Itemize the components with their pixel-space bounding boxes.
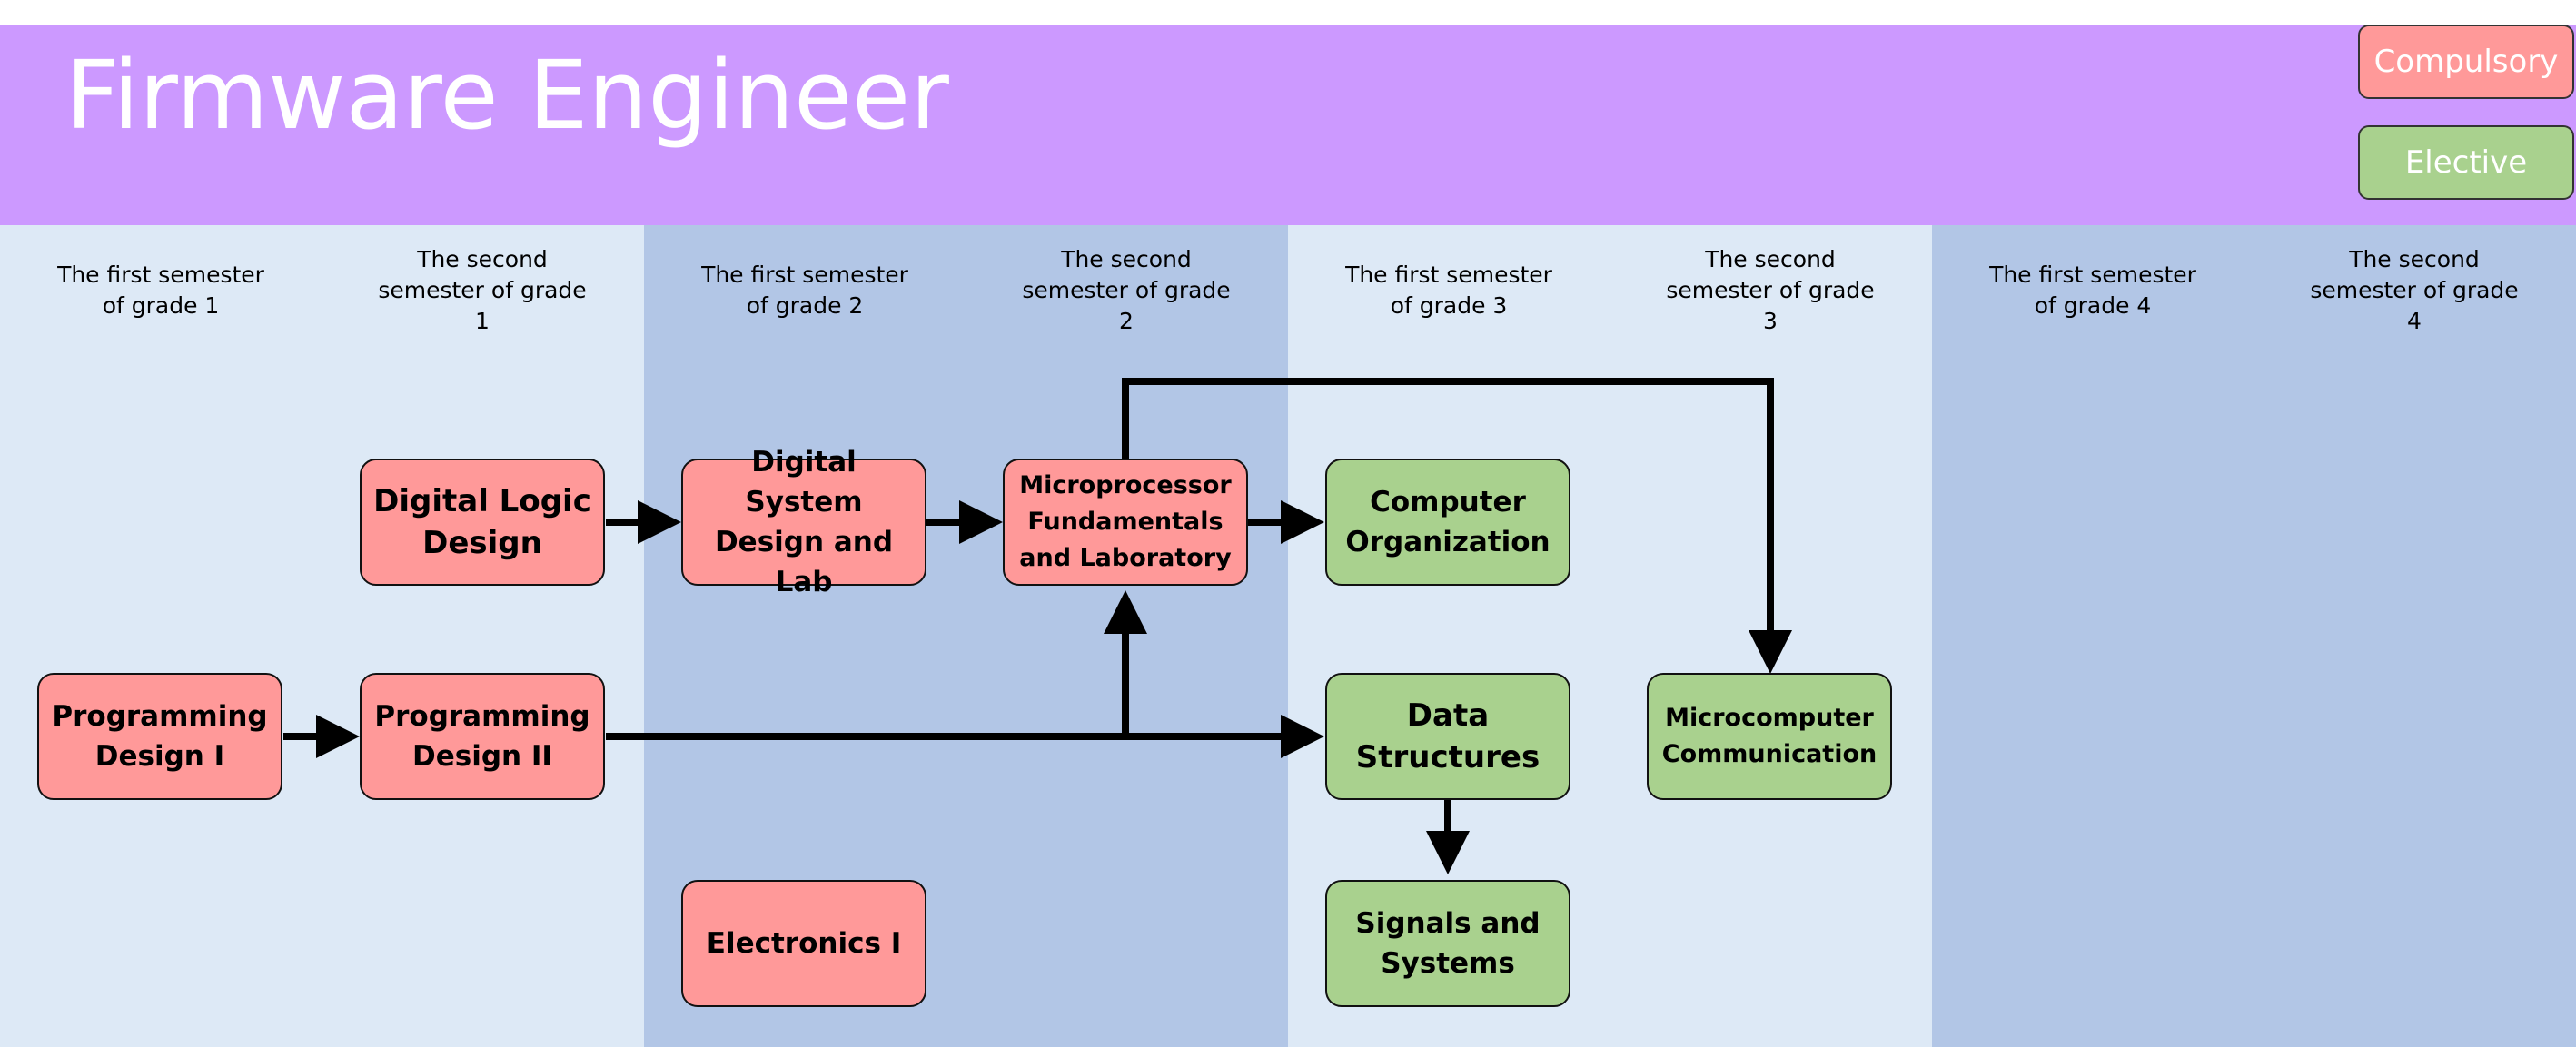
- semester-label-grade4-second: The second semester of grade 4: [2310, 246, 2519, 334]
- legend-elective: Elective: [2358, 125, 2574, 200]
- course-computer-organization: Computer Organization: [1325, 459, 1570, 586]
- course-digital-system-design-and-lab: Digital System Design and Lab: [681, 446, 926, 598]
- semester-label-grade1-first: The first semester of grade 1: [57, 262, 264, 319]
- semester-label-grade2-first: The first semester of grade 2: [701, 262, 908, 319]
- page-title: Firmware Engineer: [65, 40, 949, 151]
- semester-label-grade3-first: The first semester of grade 3: [1345, 262, 1552, 319]
- course-programming-design-1: Programming Design I: [37, 673, 282, 800]
- course-programming-design-2: Programming Design II: [360, 673, 605, 800]
- course-electronics-1: Electronics I: [681, 880, 926, 1007]
- year-4-column: [1932, 225, 2576, 1047]
- year-1-column: [0, 225, 644, 1047]
- course-microprocessor-fundamentals: Microprocessor Fundamentals and Laborato…: [1003, 459, 1248, 586]
- semester-label-grade4-first: The first semester of grade 4: [1989, 262, 2196, 319]
- course-signals-and-systems: Signals and Systems: [1325, 880, 1570, 1007]
- course-data-structures: Data Structures: [1325, 673, 1570, 800]
- semester-label-grade1-second: The second semester of grade 1: [378, 246, 587, 334]
- semester-label-grade2-second: The second semester of grade 2: [1022, 246, 1231, 334]
- header-band: [0, 25, 2576, 225]
- legend-compulsory: Compulsory: [2358, 25, 2574, 99]
- course-microcomputer-communication: Microcomputer Communication: [1647, 673, 1892, 800]
- semester-label-grade3-second: The second semester of grade 3: [1666, 246, 1875, 334]
- course-digital-logic-design: Digital Logic Design: [360, 459, 605, 586]
